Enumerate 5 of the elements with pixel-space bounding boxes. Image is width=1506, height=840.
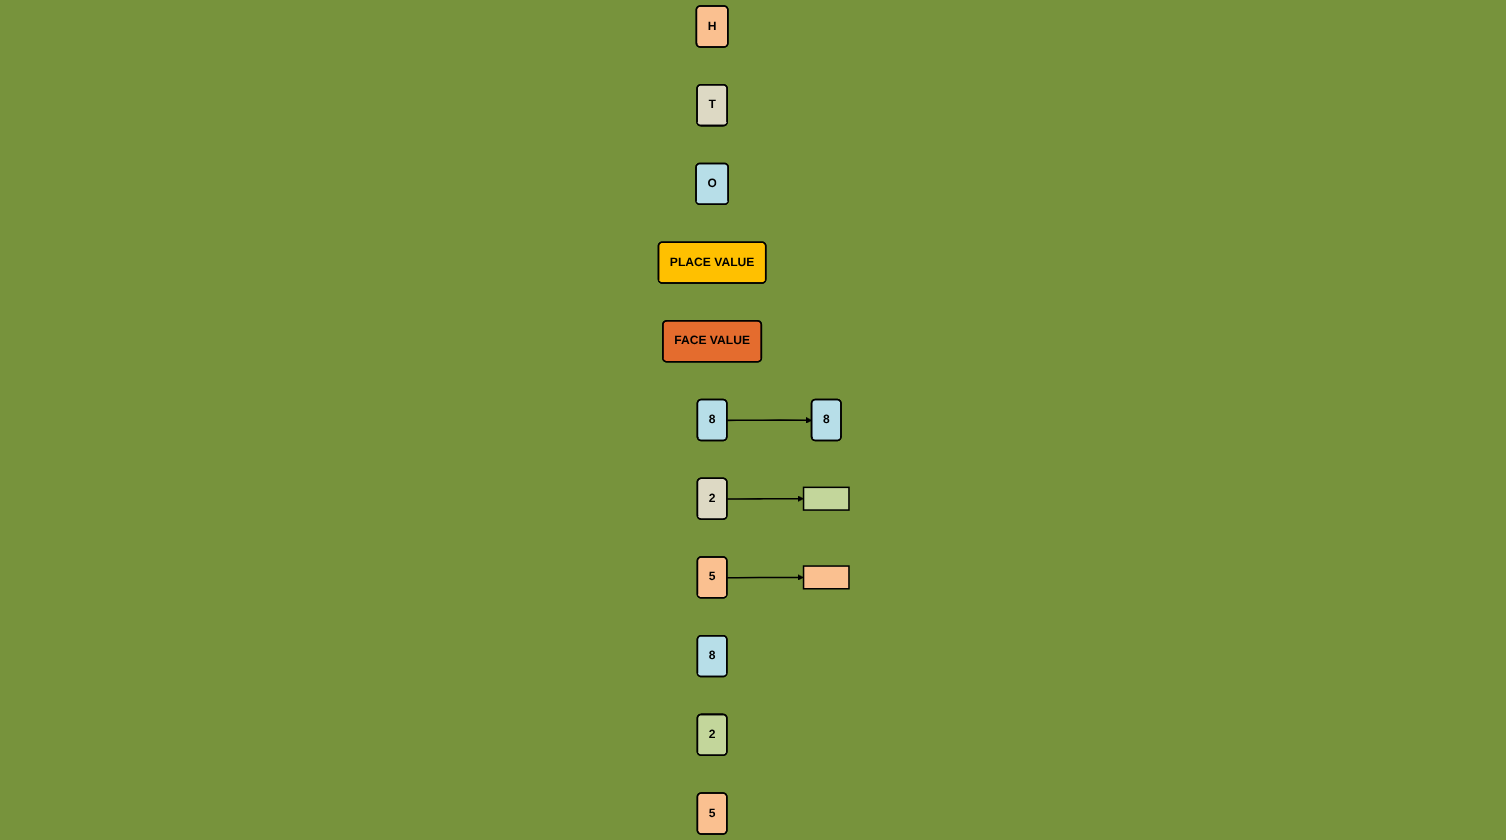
node-box bbox=[802, 565, 849, 590]
arrow bbox=[725, 574, 804, 581]
arrow bbox=[725, 416, 812, 424]
node-box bbox=[802, 486, 849, 511]
arrow bbox=[725, 495, 804, 503]
